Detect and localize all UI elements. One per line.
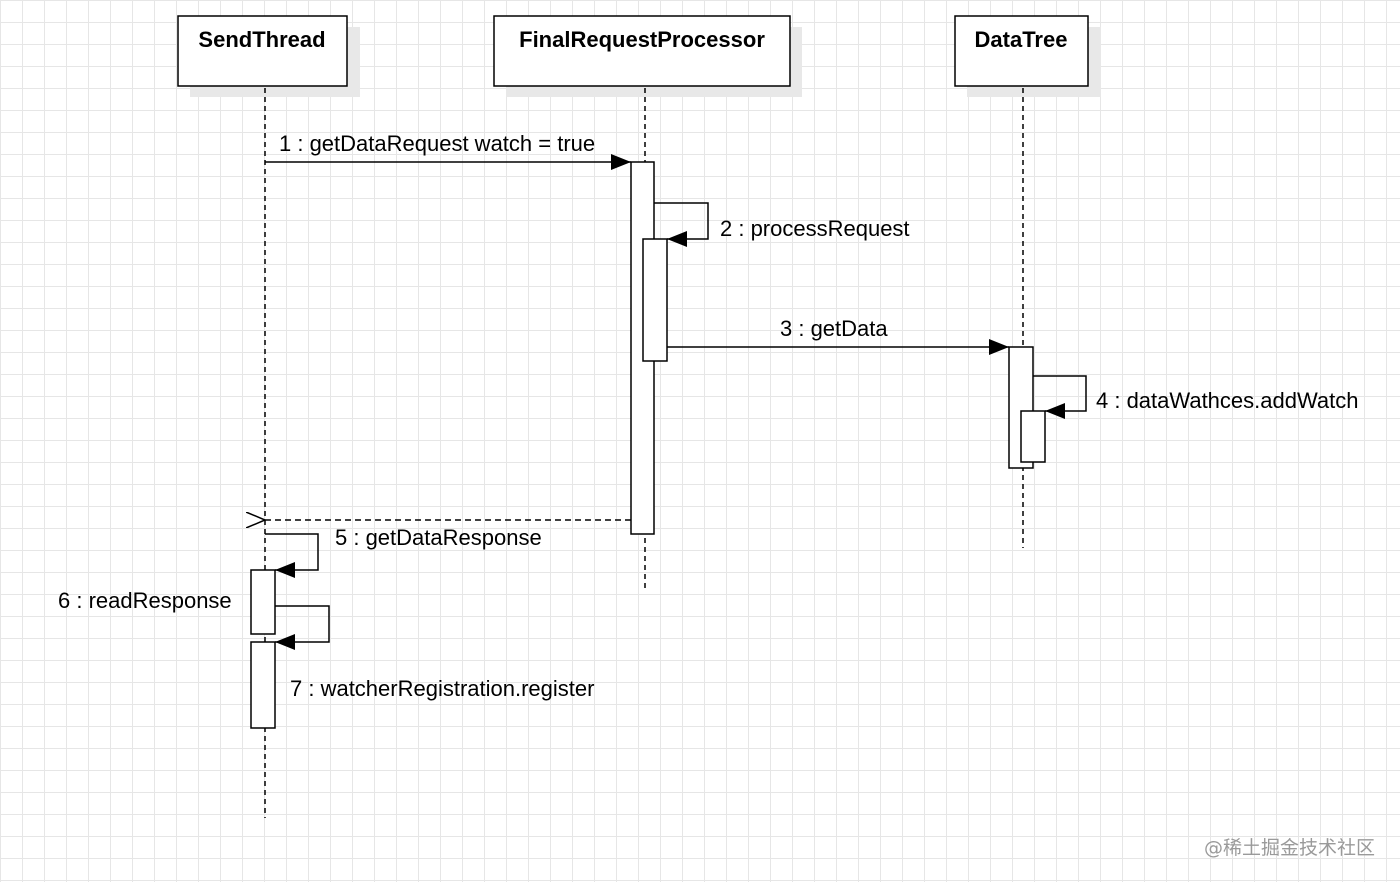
message-1: 1 : getDataRequest watch = true [265, 131, 631, 170]
message-arrow [654, 202, 709, 247]
activation-bar-datatree-addwatch [1020, 410, 1046, 463]
watermark-text: @稀土掘金技术社区 [1204, 837, 1375, 859]
message-label: 2 : processRequest [720, 216, 910, 241]
message-5: 5 : getDataResponse [265, 520, 631, 550]
participant-label: SendThread [198, 27, 325, 52]
message-label: 1 : getDataRequest watch = true [279, 131, 595, 156]
participant-datatree: DataTree [954, 15, 1101, 97]
message-label: 4 : dataWathces.addWatch [1096, 388, 1359, 413]
participant-box [493, 15, 791, 87]
participant-box [954, 15, 1089, 87]
message-4: 4 : dataWathces.addWatch [1033, 375, 1359, 419]
participant-label: FinalRequestProcessor [519, 27, 765, 52]
message-arrow [265, 533, 319, 578]
activation-bar-sendthread-read [250, 569, 276, 635]
participant-box [177, 15, 348, 87]
message-7: 7 : watcherRegistration.register [275, 605, 594, 701]
message-label: 5 : getDataResponse [335, 525, 542, 550]
activation-bar-sendthread-register [250, 641, 276, 729]
message-label: 6 : readResponse [58, 588, 232, 613]
message-arrow [275, 605, 330, 650]
message-2: 2 : processRequest [654, 202, 910, 247]
participant-finalrequestprocessor: FinalRequestProcessor [493, 15, 802, 97]
message-label: 3 : getData [780, 316, 888, 341]
message-3: 3 : getData [667, 316, 1009, 355]
activation-bar-frp-process [642, 238, 668, 362]
message-label: 7 : watcherRegistration.register [290, 676, 594, 701]
participant-sendthread: SendThread [177, 15, 360, 97]
message-arrow [1033, 375, 1087, 419]
message-6: 6 : readResponse [58, 533, 319, 613]
participant-label: DataTree [975, 27, 1068, 52]
